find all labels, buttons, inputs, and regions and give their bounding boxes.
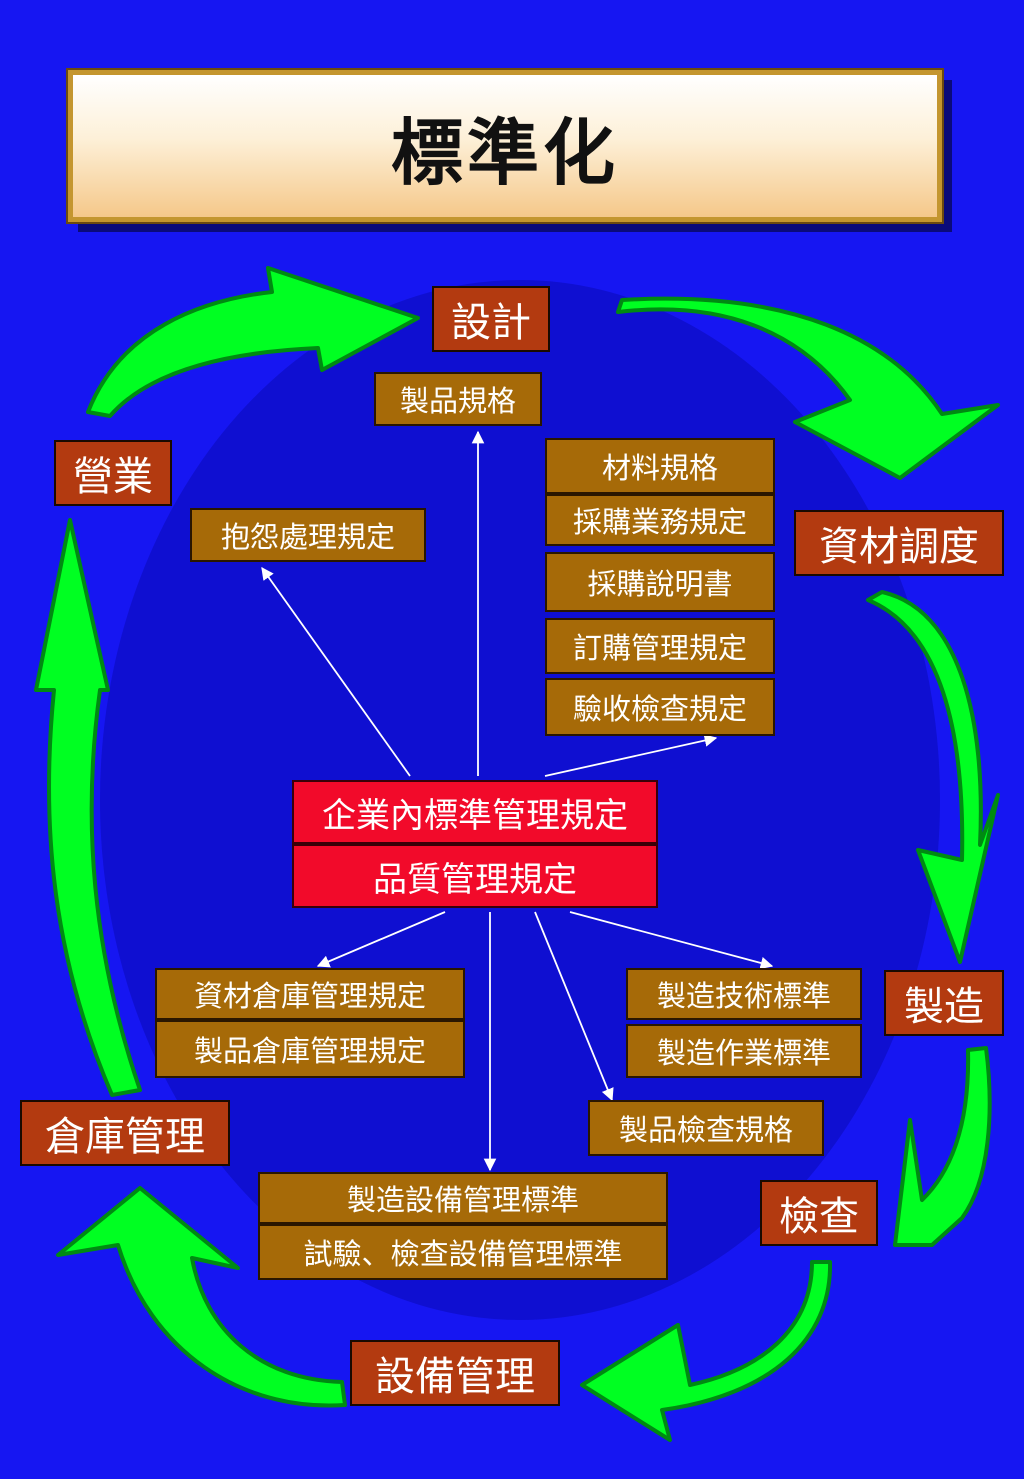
- doc-mfg-tech-standard: 製造技術標準: [626, 968, 862, 1020]
- doc-test-equipment-standard: 試驗、檢查設備管理標準: [258, 1224, 668, 1280]
- doc-product-spec: 製品規格: [374, 372, 542, 426]
- arrow-warehouse-to-sales: [34, 518, 142, 1097]
- doc-complaint-handling: 抱怨處理規定: [190, 508, 426, 562]
- doc-product-warehouse-rules: 製品倉庫管理規定: [155, 1020, 465, 1078]
- connector-to-mfg-tech: [569, 911, 774, 970]
- doc-purchase-rules: 採購業務規定: [545, 494, 775, 546]
- page-title: 標準化: [390, 110, 619, 195]
- stage-material-control: 資材調度: [794, 510, 1004, 576]
- stage-warehouse: 倉庫管理: [20, 1100, 230, 1166]
- arrow-manufacturing-to-inspection: [893, 1046, 992, 1247]
- arrow-inspection-to-equipment: [580, 1260, 833, 1442]
- doc-mfg-equipment-standard: 製造設備管理標準: [258, 1172, 668, 1224]
- stage-manufacturing: 製造: [884, 970, 1004, 1036]
- doc-order-rules: 訂購管理規定: [545, 618, 775, 674]
- connector-to-complaint: [261, 566, 411, 777]
- arrow-material-to-manufacturing: [866, 590, 1000, 964]
- arrow-design-to-material: [616, 296, 1000, 480]
- connector-to-acceptance: [544, 734, 718, 777]
- stage-equipment: 設備管理: [350, 1340, 560, 1406]
- arrow-sales-to-design: [86, 266, 420, 418]
- cycle-arrows: [34, 266, 1000, 1442]
- doc-acceptance-rules: 驗收檢查規定: [545, 678, 775, 736]
- center-enterprise-standard-rules: 企業內標準管理規定: [292, 780, 658, 844]
- stage-sales: 營業: [54, 440, 172, 506]
- stage-design: 設計: [432, 286, 550, 352]
- doc-material-warehouse-rules: 資材倉庫管理規定: [155, 968, 465, 1020]
- doc-purchase-manual: 採購說明書: [545, 552, 775, 612]
- arrow-equipment-to-warehouse: [56, 1186, 347, 1408]
- connector-to-material-warehouse: [316, 911, 446, 968]
- doc-material-spec: 材料規格: [545, 438, 775, 494]
- center-quality-rules: 品質管理規定: [292, 844, 658, 908]
- connector-to-product-inspection: [534, 911, 614, 1102]
- connector-arrows: [261, 430, 774, 1172]
- stage-inspection: 檢查: [760, 1180, 878, 1246]
- doc-product-inspection-spec: 製品檢查規格: [588, 1100, 824, 1156]
- title-banner: 標準化: [66, 68, 944, 224]
- doc-mfg-work-standard: 製造作業標準: [626, 1024, 862, 1078]
